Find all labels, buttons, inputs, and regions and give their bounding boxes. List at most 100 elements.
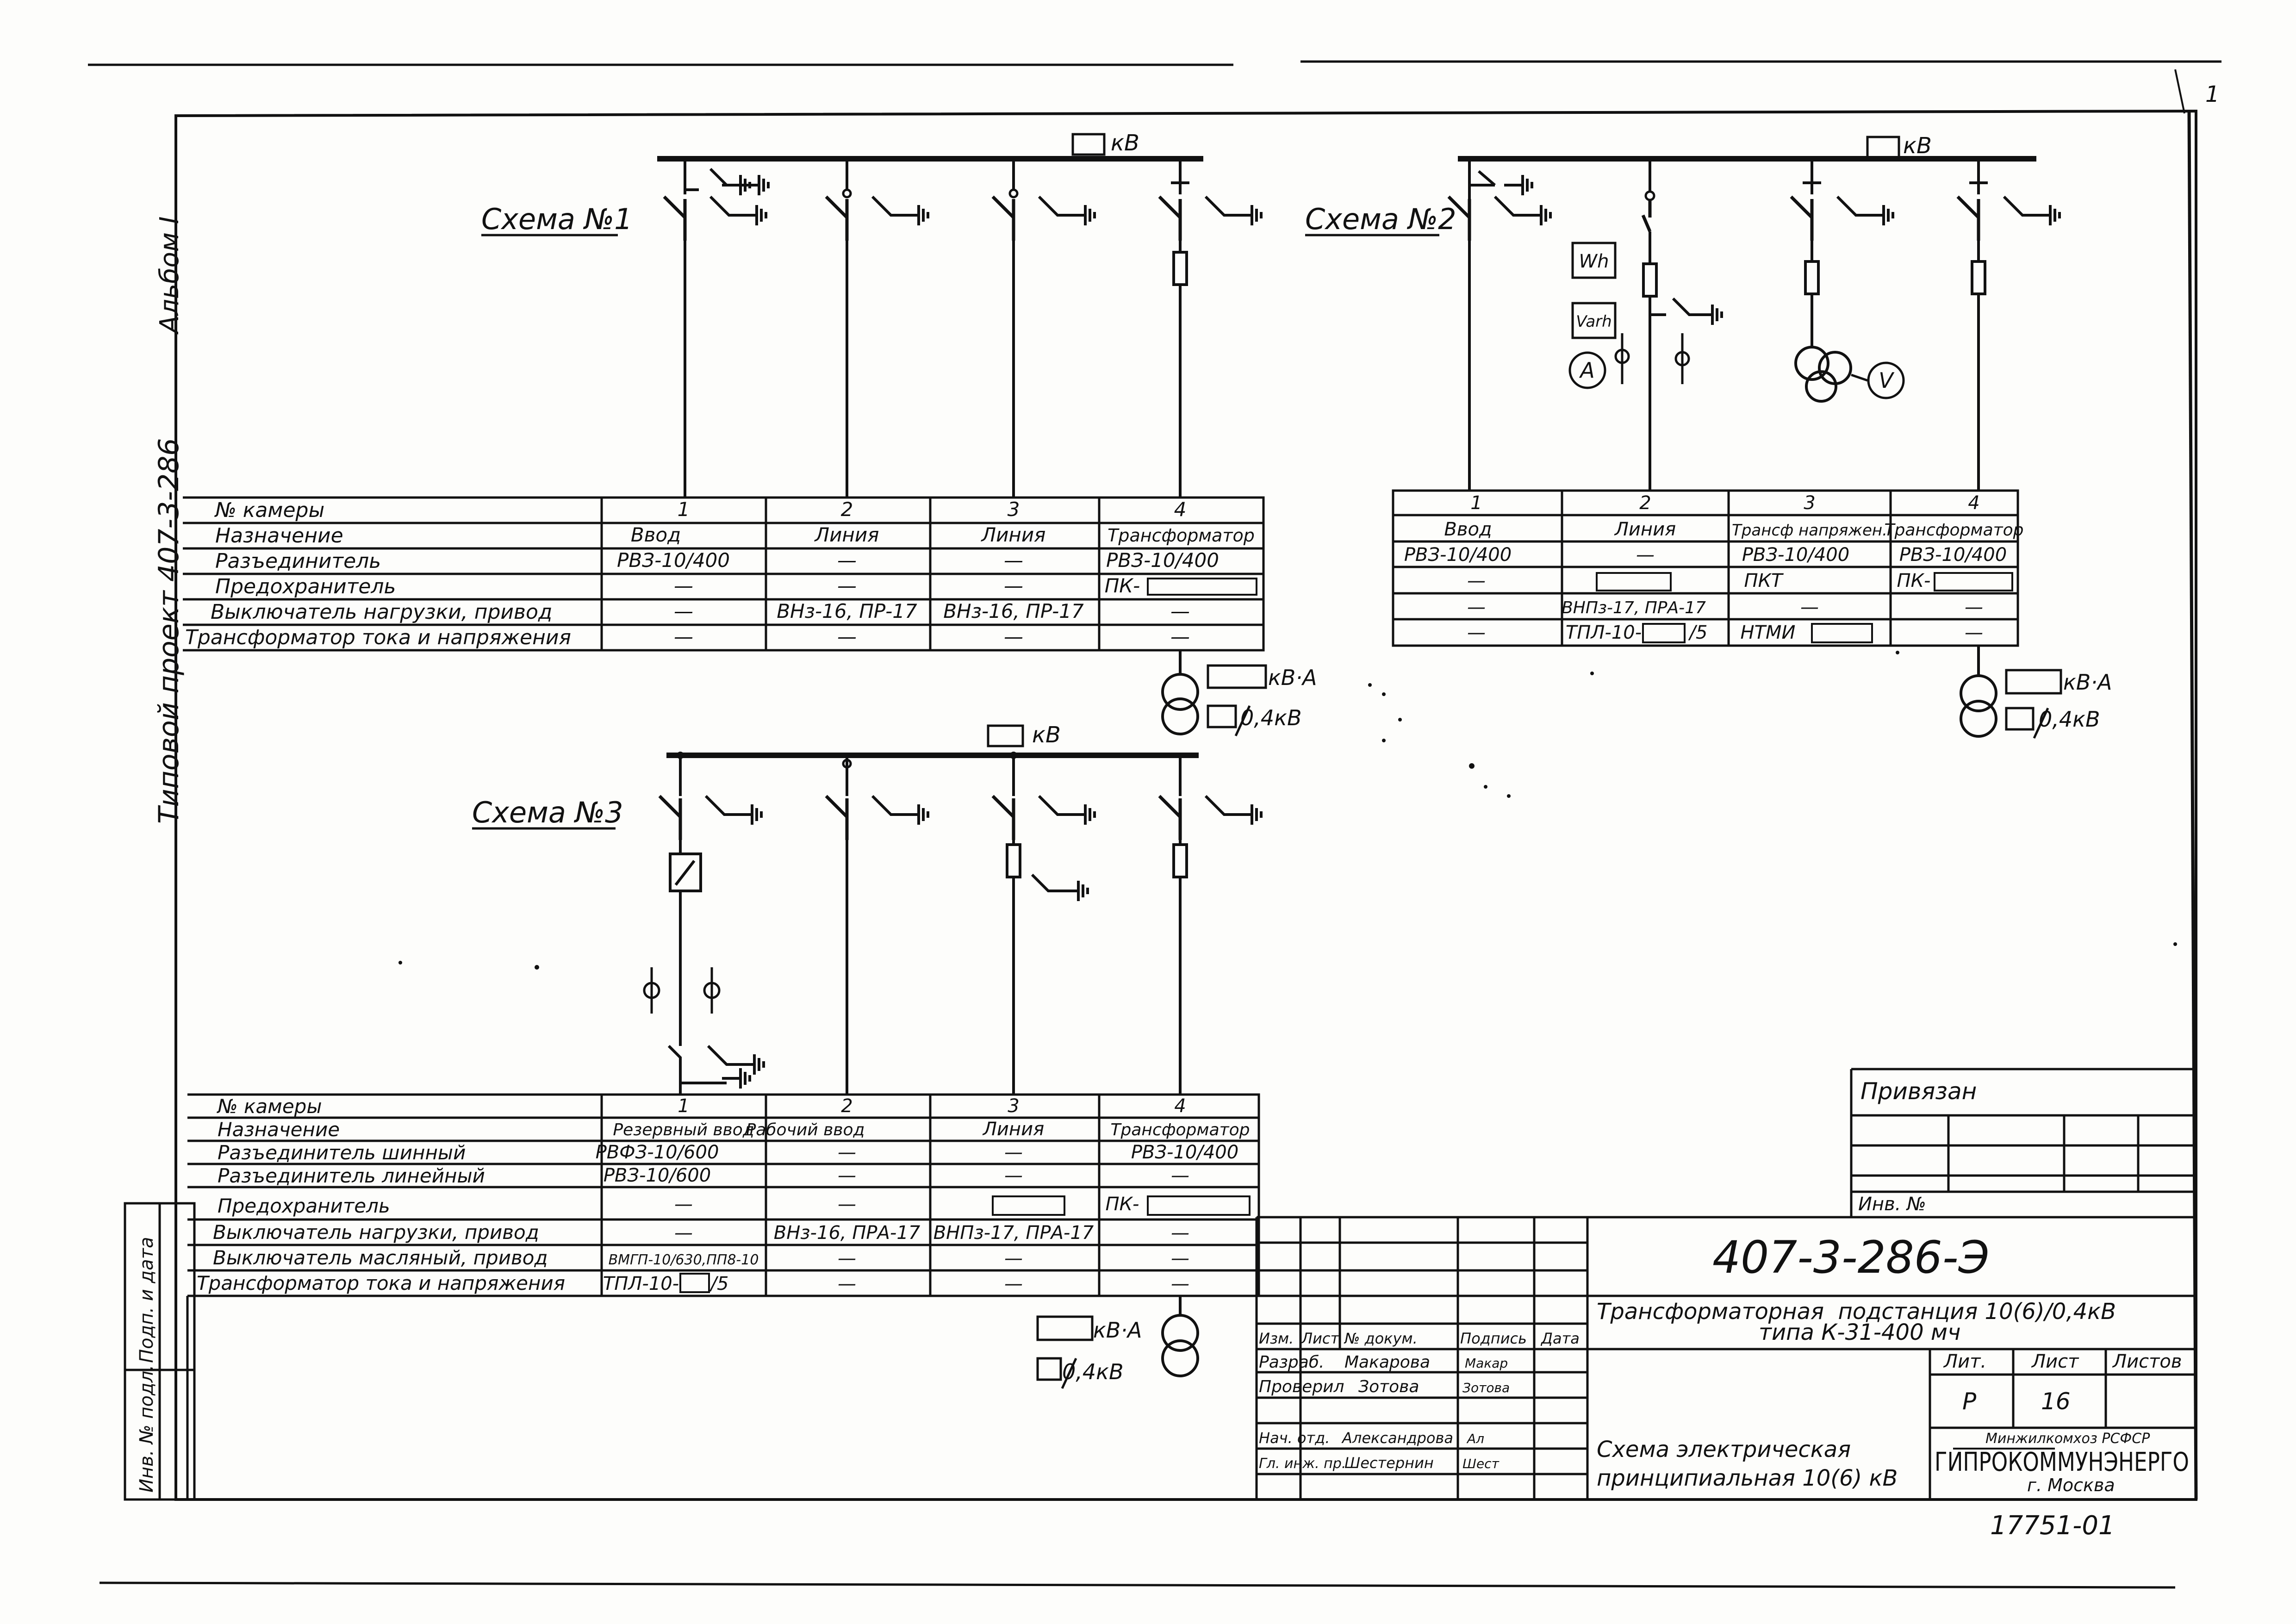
kv-label-3: кВ — [1032, 722, 1061, 748]
s1-cell: РВЗ-10/400 — [1106, 549, 1219, 572]
organization-name: ГИПРОКОММУНЭНЕРГО — [1935, 1447, 2189, 1477]
s3-cell: — — [838, 1273, 856, 1294]
privyazan-label: Привязан — [1860, 1078, 1977, 1105]
wh-meter-label: Wh — [1579, 251, 1609, 272]
s1-cell: Трансформатор — [1108, 525, 1255, 546]
s3-row-label: Выключатель масляный, привод — [213, 1246, 548, 1269]
s3-cell: — — [838, 1194, 856, 1215]
s2-cell: 4 — [1968, 492, 1979, 514]
tb-name: Макарова — [1344, 1353, 1430, 1372]
s3-cell: — — [1004, 1165, 1023, 1186]
s3-row-label: Разъединитель шинный — [218, 1141, 466, 1164]
s1-cell: — — [674, 600, 693, 622]
s1-row-label: Разъединитель — [215, 549, 381, 573]
s2-cell: — — [1800, 597, 1819, 618]
project-label: Типовой проект 407-3-286 — [153, 438, 185, 824]
s1-cell: ВНз-16, ПР-17 — [777, 600, 917, 622]
s1-cell: Линия — [814, 523, 879, 546]
tb-sign: Шест — [1462, 1456, 1500, 1471]
tb-name: Зотова — [1358, 1377, 1419, 1396]
tb-header: Дата — [1540, 1330, 1580, 1347]
s1-cell: 2 — [841, 498, 853, 521]
s3-cell: — — [1004, 1142, 1023, 1163]
lit-label: Лит. — [1943, 1351, 1986, 1372]
s3-cell: — — [674, 1194, 693, 1215]
s3-cell: РВЗ-10/600 — [604, 1165, 711, 1186]
s3-row-label: Предохранитель — [218, 1195, 390, 1217]
tb-sign: Макар — [1465, 1356, 1508, 1371]
v04-label-2: 0,4кВ — [2039, 707, 2100, 732]
s3-row-label: № камеры — [217, 1095, 322, 1118]
s1-row-label: Предохранитель — [215, 575, 396, 598]
scheme2-title: Схема №2 — [1305, 202, 1456, 236]
tb-header: № докум. — [1344, 1330, 1418, 1347]
city-label: г. Москва — [2027, 1475, 2115, 1495]
s3-cell: Линия — [982, 1119, 1044, 1140]
s2-cell: Трансф напряжен. — [1732, 521, 1887, 540]
s3-cell: /5 — [709, 1273, 729, 1294]
list-label: Лист — [2031, 1351, 2079, 1372]
tb-header: Подпись — [1460, 1330, 1527, 1347]
s3-cell: 1 — [678, 1095, 689, 1117]
s1-cell: — — [837, 625, 857, 648]
s2-cell: — — [1467, 570, 1486, 591]
s1-cell: РВЗ-10/400 — [617, 549, 730, 572]
tb-role: Нач. отд. — [1259, 1429, 1330, 1447]
s2-cell: ВНПз-17, ПРА-17 — [1562, 598, 1706, 617]
s3-cell: Рабочий ввод — [746, 1120, 865, 1139]
v04-label-3: 0,4кВ — [1062, 1359, 1124, 1384]
s2-cell: НТМИ — [1741, 622, 1796, 643]
s3-cell: — — [1171, 1165, 1189, 1186]
s3-cell: ВНПз-17, ПРА-17 — [933, 1222, 1094, 1244]
s2-cell: ТПЛ-10- — [1566, 622, 1642, 643]
s3-cell: 3 — [1008, 1095, 1019, 1117]
s3-cell: 4 — [1174, 1095, 1186, 1117]
s3-cell: ТПЛ-10- — [603, 1273, 679, 1294]
s3-cell: ВМГП-10/630,ПП8-10 — [609, 1252, 759, 1268]
lit-value: Р — [1962, 1388, 1977, 1415]
stamp-inv: Инв. № подл. — [136, 1365, 157, 1493]
s1-cell: ВНз-16, ПР-17 — [943, 600, 1084, 622]
s1-cell: — — [1004, 549, 1023, 572]
s2-cell: ПКТ — [1744, 570, 1784, 591]
s1-cell: 4 — [1174, 498, 1187, 521]
s3-row-label: Разъединитель линейный — [218, 1164, 485, 1187]
s1-cell: — — [837, 549, 857, 572]
s1-cell: — — [1170, 600, 1190, 622]
kva-label-2: кВ·А — [2063, 670, 2112, 695]
stamp-sign: Подп. и дата — [136, 1237, 157, 1363]
s3-cell: — — [1004, 1273, 1023, 1294]
kv-label-2: кВ — [1903, 133, 1932, 159]
drawing-title-line2: принципиальная 10(6) кВ — [1597, 1465, 1898, 1491]
s3-cell: — — [1004, 1248, 1023, 1269]
s2-cell: — — [1636, 544, 1655, 566]
tb-name: Шестернин — [1344, 1454, 1434, 1472]
s2-cell: РВЗ-10/400 — [1899, 544, 2007, 566]
tb-role: Проверил — [1259, 1377, 1344, 1396]
tb-sign: Ал — [1466, 1431, 1484, 1446]
s1-cell: — — [1004, 625, 1023, 648]
s3-row-label: Трансформатор тока и напряжения — [197, 1272, 565, 1294]
s2-cell: 3 — [1804, 492, 1815, 514]
s1-cell: 3 — [1008, 498, 1020, 521]
s1-row-label: Выключатель нагрузки, привод — [211, 600, 552, 624]
s3-cell: — — [1171, 1248, 1189, 1269]
s1-cell: — — [674, 574, 693, 597]
sheet-corner: 1 — [2205, 81, 2220, 107]
s3-cell: РВФЗ-10/600 — [596, 1142, 719, 1163]
s1-cell: Линия — [981, 523, 1046, 546]
kva-label-3: кВ·А — [1093, 1318, 1142, 1343]
s3-cell: ВНз-16, ПРА-17 — [774, 1222, 921, 1244]
tb-header: Изм. — [1259, 1330, 1294, 1347]
ammeter-label: A — [1579, 358, 1594, 383]
s1-cell: Ввод — [631, 523, 681, 546]
s2-cell: 1 — [1470, 492, 1482, 514]
s3-cell: — — [1171, 1273, 1189, 1294]
s1-row-label: Назначение — [215, 524, 343, 548]
tb-header: Лист — [1301, 1330, 1339, 1347]
s3-row-label: Назначение — [218, 1118, 340, 1141]
document-code: 407-3-286-Э — [1712, 1232, 1990, 1283]
object-name-line2: типа К-31-400 мч — [1759, 1319, 1960, 1345]
